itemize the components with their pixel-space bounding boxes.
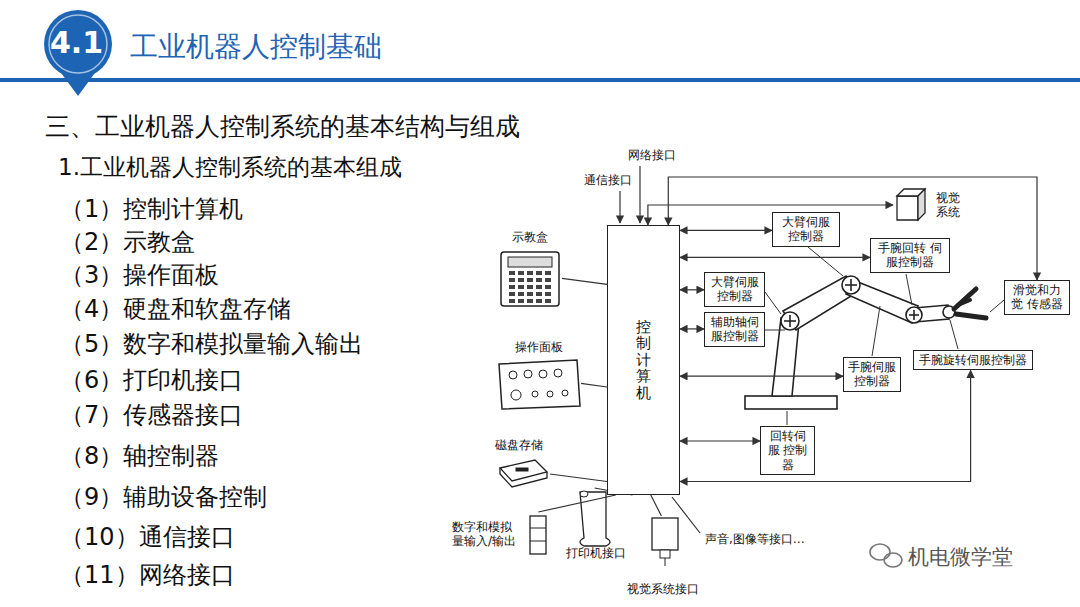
- connector: [680, 376, 843, 377]
- list-item: （2）示教盒: [60, 226, 195, 258]
- header-pin: [44, 10, 112, 78]
- io-module-icon: [530, 516, 546, 554]
- list-item: （5）数字和模拟量输入输出: [60, 328, 363, 360]
- teach-pendant: 示教盒: [498, 230, 562, 308]
- list-item: （3）操作面板: [60, 259, 219, 291]
- list-item: （10）通信接口: [60, 521, 235, 553]
- node-text: 视觉系统接口: [627, 582, 699, 596]
- list-item: （6）打印机接口: [60, 364, 243, 396]
- connector: [680, 440, 760, 441]
- vision-cube-icon: [897, 189, 925, 220]
- control-computer: 控制计算机: [607, 225, 680, 495]
- sub-heading: 1.工业机器人控制系统的基本组成: [58, 152, 402, 183]
- watermark: 机电微学堂: [908, 543, 1013, 571]
- section-number: 4.1: [50, 25, 103, 60]
- interface-label: 网络接口: [628, 147, 676, 164]
- node-text: 辅助轴伺 服控制器: [708, 315, 761, 344]
- node-text: 手腕伺服 控制器: [847, 360, 897, 389]
- interface-label: 声音,图像等接口…: [705, 531, 805, 548]
- node-text: 大臂伺服 控制器: [776, 215, 836, 244]
- node-text: 大臂伺服 控制器: [708, 275, 761, 304]
- list-item: （7）传感器接口: [60, 399, 243, 431]
- servo-controller: 手腕伺服 控制器: [843, 357, 901, 392]
- connector: [581, 383, 607, 387]
- node-text: 视觉 系统: [935, 191, 961, 220]
- node-text: 示教盒: [512, 230, 548, 244]
- node-text: 回转伺服 控制器: [764, 429, 811, 472]
- node-text: 数字和模拟 量输入/输出: [452, 520, 524, 549]
- connector: [680, 289, 704, 290]
- connector: [550, 474, 607, 482]
- teach-pendant-icon: [501, 252, 559, 306]
- network-arrow: [639, 166, 640, 223]
- interface-label: 通信接口: [584, 172, 632, 189]
- slide-title: 工业机器人控制基础: [130, 28, 382, 66]
- node-text: 操作面板: [515, 340, 563, 354]
- sensor-box: 滑觉和力觉 传感器: [1004, 280, 1070, 315]
- disk-storage: 磁盘存储: [488, 438, 550, 488]
- disk-storage-icon: [500, 460, 547, 487]
- list-item: （4）硬盘和软盘存储: [60, 293, 291, 325]
- list-item: （1）控制计算机: [60, 193, 243, 225]
- comm-arrow: [619, 191, 620, 223]
- connector: [562, 278, 607, 284]
- node-text: 控制计算机: [636, 319, 651, 402]
- connector: [680, 370, 971, 481]
- node-text: 打印机接口: [566, 546, 626, 560]
- node-text: 磁盘存储: [495, 438, 543, 452]
- servo-controller: 手腕旋转伺服控制器: [913, 350, 1033, 370]
- list-item: （9）辅助设备控制: [60, 481, 267, 513]
- operation-panel: 操作面板: [497, 340, 581, 410]
- connector: [680, 257, 870, 258]
- connector: [538, 495, 615, 512]
- robot-arm: [745, 276, 986, 409]
- header-pin-ring: [49, 15, 107, 73]
- connector: [648, 205, 893, 225]
- printer-interface: 打印机接口: [562, 488, 630, 560]
- io-module: 数字和模拟 量输入/输出: [452, 512, 548, 556]
- node-text: 滑觉和力觉 传感器: [1008, 283, 1066, 312]
- servo-controller: 手腕回转 伺服控制器: [870, 238, 950, 273]
- list-item: （11）网络接口: [60, 559, 235, 591]
- vision-interface: 视觉系统接口: [622, 516, 704, 596]
- servo-controller: 回转伺服 控制器: [760, 426, 815, 475]
- connector: [651, 495, 662, 516]
- wechat-icon: [870, 544, 902, 567]
- vision-system: 视觉 系统: [893, 186, 969, 224]
- servo-controller: 大臂伺服 控制器: [772, 212, 840, 247]
- servo-controller: 大臂伺服 控制器: [704, 272, 765, 307]
- connector: [680, 230, 772, 231]
- list-item: （8）轴控制器: [60, 440, 219, 472]
- camera-icon: [652, 518, 678, 566]
- servo-controller: 辅助轴伺 服控制器: [704, 312, 765, 347]
- section-heading: 三、工业机器人控制系统的基本结构与组成: [45, 110, 520, 143]
- node-text: 手腕回转 伺服控制器: [874, 241, 946, 270]
- node-text: 手腕旋转伺服控制器: [919, 353, 1027, 367]
- connector: [680, 328, 704, 329]
- leader-lines: [765, 247, 1004, 425]
- operation-panel-icon: [499, 360, 580, 409]
- connector: [668, 177, 1037, 280]
- header-rule: [0, 78, 1080, 82]
